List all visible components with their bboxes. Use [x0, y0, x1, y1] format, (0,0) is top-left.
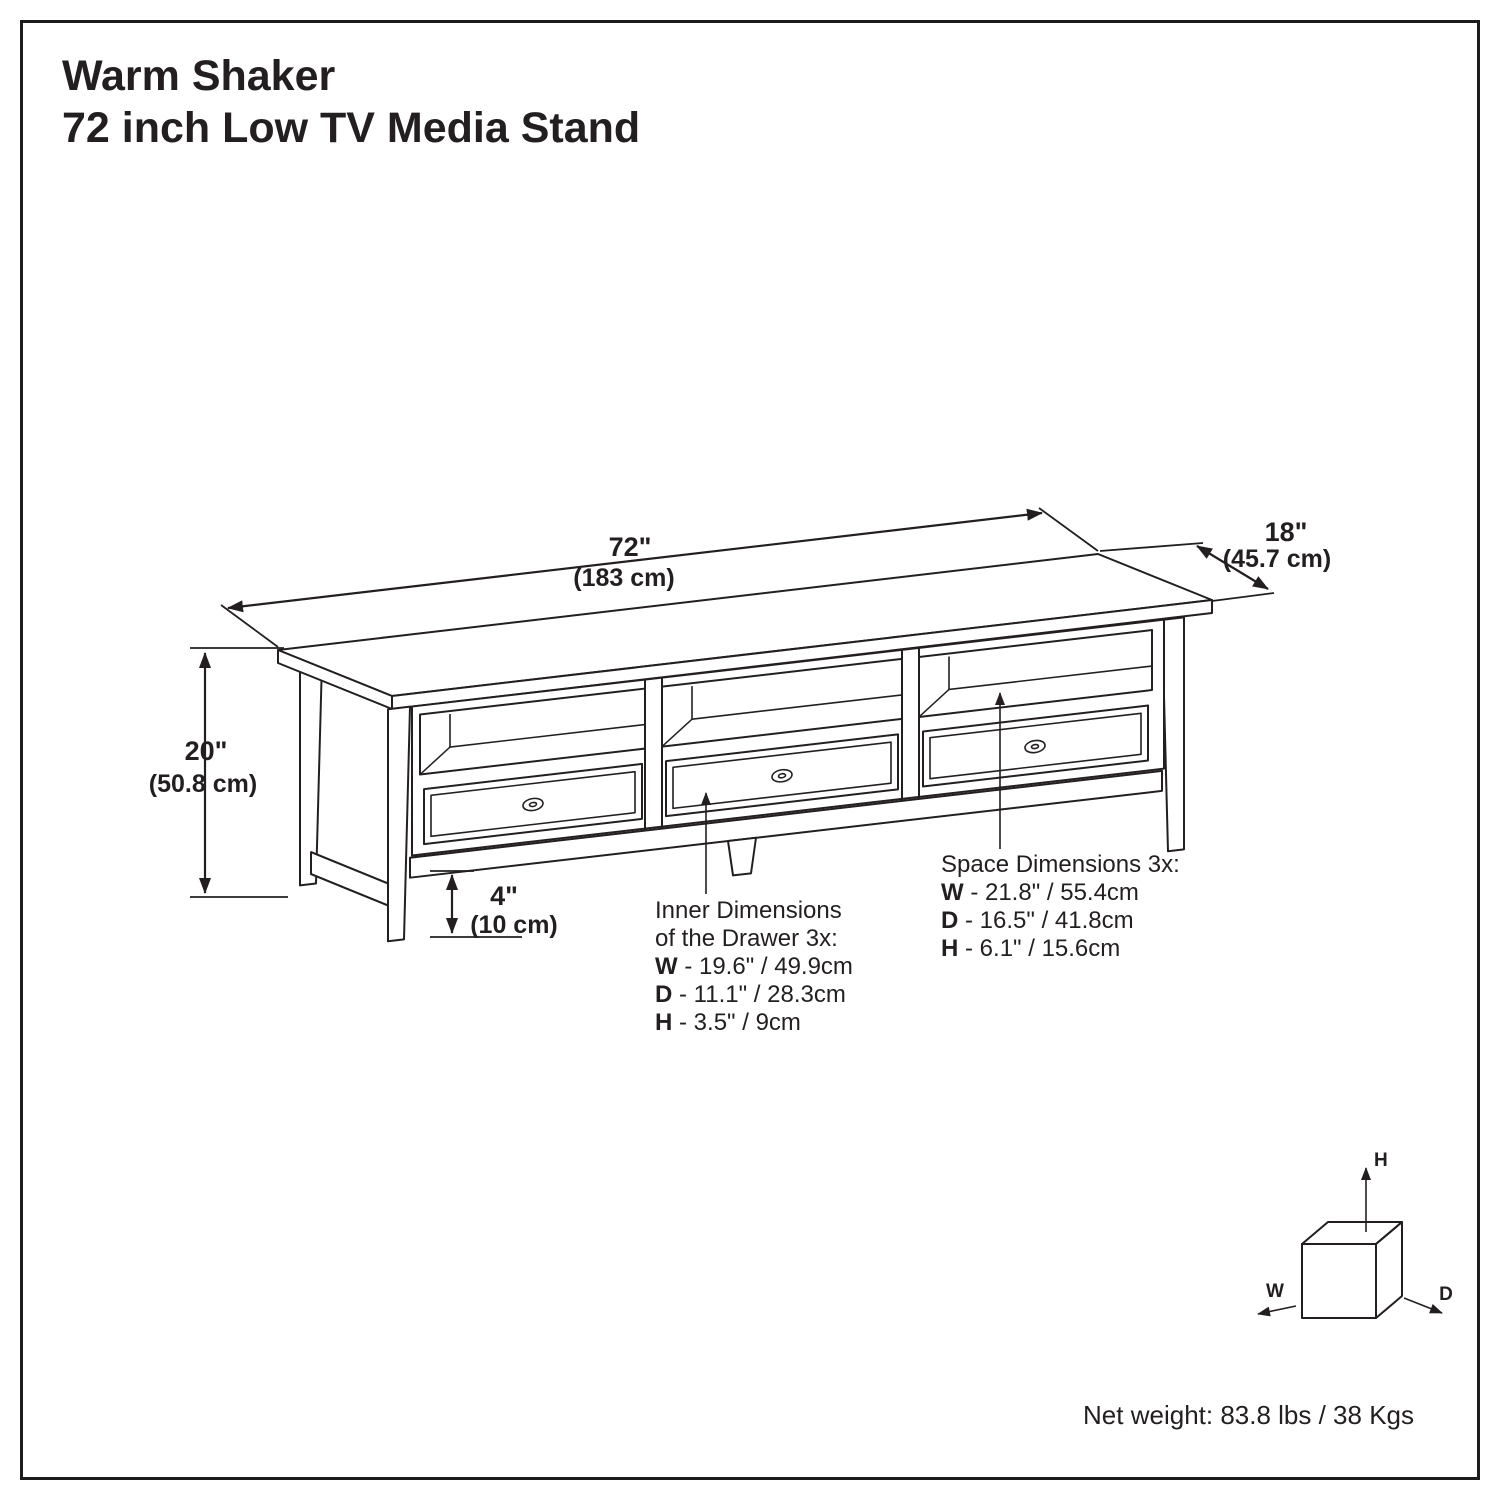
cube-right-face [1375, 1221, 1403, 1319]
page-title: Warm Shaker 72 inch Low TV Media Stand [62, 50, 640, 155]
depth-dimension-arrow [1196, 545, 1269, 590]
cubby-3-back-line [949, 665, 1152, 691]
width-dimension-arrow [227, 508, 1043, 613]
space-depth-row: D - 16.5" / 41.8cm [941, 907, 1134, 934]
drawer-width-row: W - 19.6" / 49.9cm [655, 953, 853, 980]
height-dim-secondary: (50.8 cm) [149, 770, 257, 798]
depth-ext-back [1099, 542, 1204, 552]
depth-dim-secondary: (45.7 cm) [1223, 545, 1331, 573]
stand-rear-left-structure [299, 659, 400, 911]
depth-dim-primary: 18" [1265, 517, 1308, 547]
left-side-rail [310, 851, 400, 911]
depth-axis-label: D [1439, 1284, 1453, 1305]
cube-front-face [1301, 1243, 1377, 1319]
leg-dim-primary: 4" [490, 881, 518, 911]
orientation-cube: H W D [1257, 1150, 1453, 1319]
cubby-3-floor-edge [918, 688, 950, 718]
cubby-1-back-line [450, 723, 645, 748]
drawer-3-knob-center [1030, 743, 1040, 750]
cubby-3 [918, 629, 1153, 718]
drawer-depth-row: D - 11.1" / 28.3cm [655, 981, 846, 1008]
cubby-2-back-line [692, 694, 902, 720]
width-dim-primary: 72" [609, 532, 652, 562]
net-weight: Net weight: 83.8 lbs / 38 Kgs [1083, 1400, 1414, 1430]
height-axis-label: H [1374, 1150, 1388, 1171]
drawer-callout-heading-2: of the Drawer 3x: [655, 925, 838, 952]
width-dim-secondary: (183 cm) [573, 564, 674, 592]
drawer-2 [665, 733, 899, 818]
drawer-1-knob-center [528, 801, 538, 808]
product-name: Warm Shaker [62, 52, 336, 100]
width-dimension: 72" (183 cm) [220, 507, 1099, 648]
front-left-leg [387, 705, 411, 943]
cubby-2-floor-edge [661, 718, 693, 748]
depth-ext-front [1211, 592, 1275, 602]
depth-axis-arrow [1403, 1297, 1443, 1314]
stand-body [387, 616, 1185, 943]
leg-dim-secondary: (10 cm) [470, 911, 558, 939]
width-axis-arrow [1257, 1305, 1297, 1317]
drawer-1 [423, 762, 643, 846]
cubby-1 [419, 687, 646, 776]
front-right-leg [1161, 616, 1185, 853]
drawer-dimensions-callout: Inner Dimensions of the Drawer 3x: W - 1… [655, 897, 853, 1037]
center-foot [727, 836, 757, 877]
space-height-row: H - 6.1" / 15.6cm [941, 935, 1121, 962]
drawer-3 [922, 704, 1149, 788]
leg-height-dimension: 4" (10 cm) [430, 870, 558, 939]
drawer-callout-heading-1: Inner Dimensions [655, 897, 842, 924]
space-width-row: W - 21.8" / 55.4cm [941, 879, 1139, 906]
space-dimensions-callout: Space Dimensions 3x: W - 21.8" / 55.4cm … [941, 851, 1180, 963]
width-ext-left [220, 604, 279, 648]
cubby-1-floor-edge [419, 746, 451, 776]
height-dimension: 20" (50.8 cm) [149, 647, 288, 898]
drawer-height-row: H - 3.5" / 9cm [655, 1009, 801, 1036]
drawer-2-knob-center [777, 772, 787, 779]
product-model: 72 inch Low TV Media Stand [62, 104, 641, 153]
depth-dimension: 18" (45.7 cm) [1099, 517, 1331, 602]
bottom-rail [409, 769, 1163, 879]
cube-top-face [1301, 1221, 1403, 1245]
space-callout-heading: Space Dimensions 3x: [941, 851, 1180, 878]
width-ext-right [1038, 507, 1099, 552]
width-axis-label: W [1266, 1281, 1284, 1302]
height-dim-primary: 20" [185, 736, 228, 766]
